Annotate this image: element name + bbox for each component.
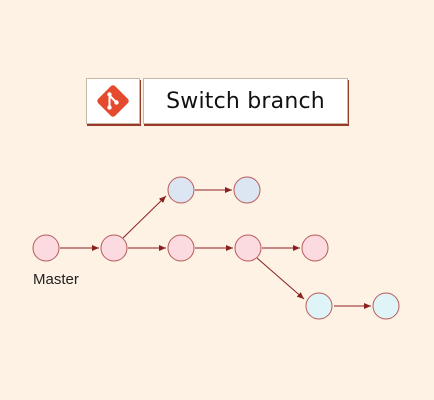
logo-box [86, 78, 140, 124]
commit-node-master-2 [100, 234, 128, 262]
commit-node-master-5 [301, 234, 329, 262]
commit-node-master-4 [234, 234, 262, 262]
git-icon [97, 85, 129, 117]
commit-node-master-1 [32, 234, 60, 262]
commit-node-hotfix-1 [305, 292, 333, 320]
edge-branch-hotfix [256, 257, 305, 300]
edge-branch-feature [122, 195, 167, 239]
title-box: Switch branch [143, 78, 348, 124]
commit-node-hotfix-2 [372, 292, 400, 320]
page-title: Switch branch [166, 88, 325, 114]
commit-node-feature-1 [167, 176, 195, 204]
commit-node-master-3 [167, 234, 195, 262]
master-label: Master [33, 271, 79, 288]
commit-node-feature-2 [233, 176, 261, 204]
